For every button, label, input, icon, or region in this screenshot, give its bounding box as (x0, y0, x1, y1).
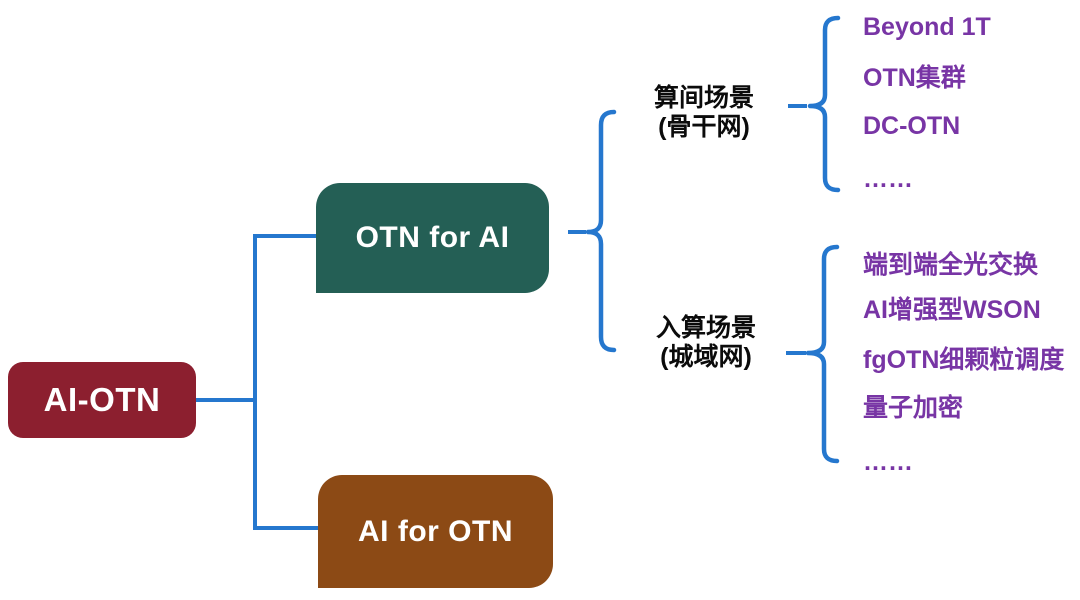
root-node-ai-otn: AI-OTN (8, 362, 196, 438)
scenario-label-compute-access: 入算场景 (城域网) (617, 314, 795, 372)
branch-node-label: AI for OTN (358, 514, 513, 548)
leaf-item-ellipsis: …… (863, 165, 913, 193)
leaf-item: DC-OTN (863, 112, 961, 140)
leaf-item: Beyond 1T (863, 13, 991, 41)
scenario-title: 算间场景 (653, 84, 754, 112)
branch-node-label: OTN for AI (355, 221, 510, 254)
scenario-subtitle: (骨干网) (658, 113, 750, 141)
leaf-item: OTN集群 (863, 64, 966, 92)
leaf-item: 端到端全光交换 (863, 251, 1039, 279)
brace-scenario-2 (805, 244, 840, 464)
scenario-label-inter-compute: 算间场景 (骨干网) (615, 84, 793, 142)
leaf-item: fgOTN细颗粒调度 (863, 346, 1065, 374)
scenario-title: 入算场景 (655, 314, 756, 342)
branch-node-ai-for-otn: AI for OTN (318, 475, 553, 588)
leaf-item: 量子加密 (863, 394, 964, 422)
leaf-item-ellipsis: …… (863, 448, 913, 476)
brace-scenario-1 (807, 15, 841, 193)
connector-trunk (253, 234, 318, 530)
brace-main (585, 109, 617, 353)
leaf-item: AI增强型WSON (863, 296, 1041, 324)
root-node-label: AI-OTN (43, 381, 161, 418)
branch-node-otn-for-ai: OTN for AI (316, 183, 549, 293)
scenario-subtitle: (城域网) (660, 343, 752, 371)
